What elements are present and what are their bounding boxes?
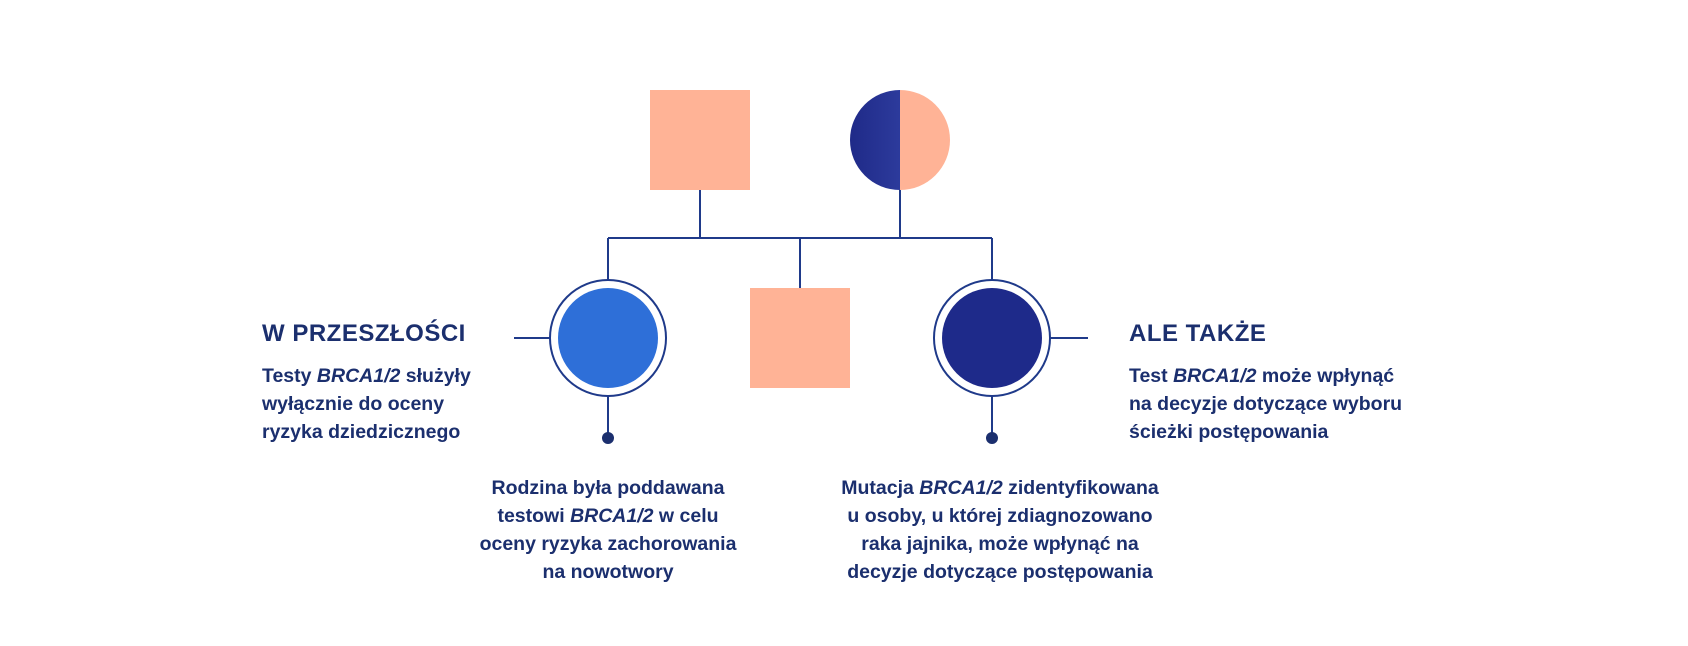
left-body-line3: ryzyka dziedzicznego xyxy=(262,421,461,443)
caption-right-line2: u osoby, u której zdiagnozowano xyxy=(847,505,1153,527)
right-heading: ALE TAKŻE xyxy=(1129,320,1267,347)
child1-affected-female xyxy=(549,279,667,397)
caption-left: Rodzina była poddawana testowi BRCA1/2 w… xyxy=(438,474,778,586)
right-body: Test BRCA1/2 może wpłynąć na decyzje dot… xyxy=(1129,362,1402,446)
caption-right-line3: raka jajnika, może wpłynąć na xyxy=(861,533,1139,555)
right-body-line2: na decyzje dotyczące wyboru xyxy=(1129,393,1403,415)
left-heading: W PRZESZŁOŚCI xyxy=(262,320,466,347)
gene-name: BRCA1/2 xyxy=(919,477,1003,499)
child3-circle xyxy=(942,288,1042,388)
right-body-line1: Test BRCA1/2 może wpłynąć xyxy=(1129,365,1395,387)
caption-left-line1: Rodzina była poddawana xyxy=(491,477,725,499)
pedigree-lines xyxy=(514,190,1088,438)
left-body-line1: Testy BRCA1/2 służyły xyxy=(262,365,471,387)
left-body-line2: wyłącznie do oceny xyxy=(262,393,445,415)
gene-name: BRCA1/2 xyxy=(316,365,401,387)
caption-right-line4: decyzje dotyczące postępowania xyxy=(847,561,1153,583)
caption-left-line4: na nowotwory xyxy=(542,561,674,583)
child3-affected-female xyxy=(933,279,1051,397)
gene-name: BRCA1/2 xyxy=(1173,365,1257,387)
caption-left-line2: testowi BRCA1/2 w celu xyxy=(497,505,719,527)
mother-circle xyxy=(850,90,950,190)
child3-test-dot xyxy=(986,432,998,444)
child2-square xyxy=(750,288,850,388)
gene-name: BRCA1/2 xyxy=(570,505,654,527)
caption-left-line3: oceny ryzyka zachorowania xyxy=(479,533,737,555)
caption-right-line1: Mutacja BRCA1/2 zidentyfikowana xyxy=(841,477,1159,499)
father-square xyxy=(650,90,750,190)
left-body: Testy BRCA1/2 służyły wyłącznie do oceny… xyxy=(262,362,471,446)
caption-right: Mutacja BRCA1/2 zidentyfikowana u osoby,… xyxy=(800,474,1200,586)
right-body-line3: ścieżki postępowania xyxy=(1129,421,1329,443)
child1-test-dot xyxy=(602,432,614,444)
child1-circle xyxy=(558,288,658,388)
